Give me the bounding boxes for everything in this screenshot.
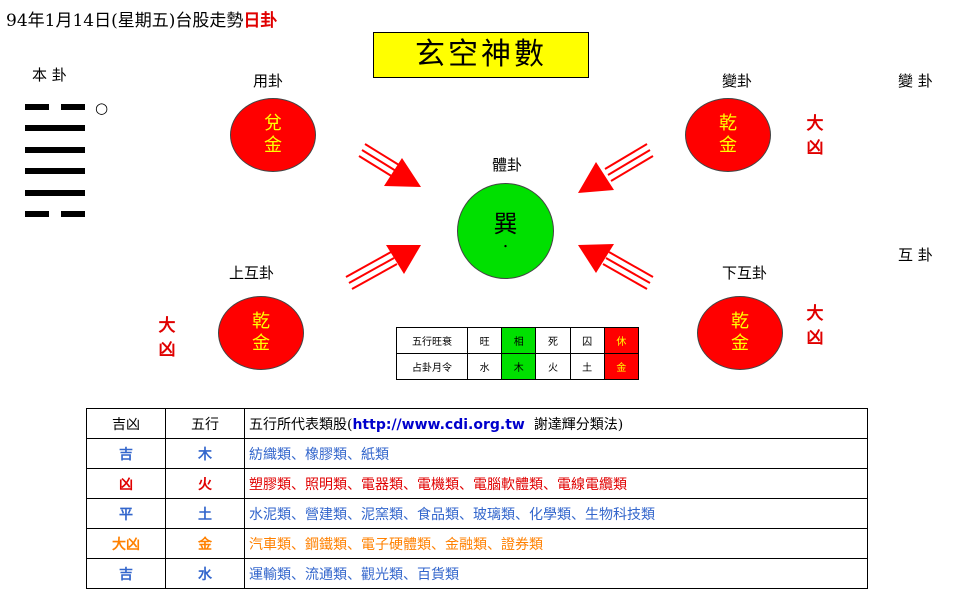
shang-hu-gua-name: 乾 xyxy=(252,311,270,332)
bian-gua-name: 乾 xyxy=(719,113,737,134)
arrow-yong-to-ti xyxy=(358,143,421,187)
hexagram-line-yang xyxy=(25,125,85,131)
bian-fortune-1: 大 xyxy=(806,114,824,134)
wuxing-cell: 火 xyxy=(535,353,571,380)
category-header-row: 吉凶 五行 五行所代表類股(http://www.cdi.org.tw 謝達輝分… xyxy=(86,408,868,439)
bian-gua-circle: 乾 金 xyxy=(685,98,771,172)
hexagram-line-yang xyxy=(25,190,85,196)
xia-hu-gua-name: 乾 xyxy=(731,311,749,332)
yong-gua-circle: 兌 金 xyxy=(230,98,316,172)
hexagram-line-yang xyxy=(25,168,85,174)
hexagram-line-yang xyxy=(25,147,85,153)
hexagram-line-yin xyxy=(25,104,85,110)
moving-line-mark: ○ xyxy=(95,99,109,117)
arrow-bian-to-ti xyxy=(578,143,654,193)
wuxing-row-prosperity: 五行旺衰 旺 相 死 囚 休 xyxy=(396,327,640,354)
header-sectors-label: 五行所代表類股( xyxy=(249,416,353,433)
row-fortune: 平 xyxy=(86,498,166,529)
ti-gua-mark: . xyxy=(502,231,509,252)
header-suffix: 日卦 xyxy=(243,11,278,31)
yong-gua-label: 用卦 xyxy=(253,72,284,90)
bian-fortune-2: 凶 xyxy=(806,138,824,158)
category-row: 大凶金汽車類、鋼鐵類、電子硬體類、金融類、證券類 xyxy=(86,528,868,559)
row-fortune: 大凶 xyxy=(86,528,166,559)
row-sectors: 運輸類、流通類、觀光類、百貨類 xyxy=(244,558,868,589)
xia-hu-gua-element: 金 xyxy=(731,333,749,354)
xia-fortune: 大 凶 xyxy=(805,302,825,350)
header-date: 94年1月14日(星期五)台股走勢 xyxy=(6,11,244,31)
xia-fortune-2: 凶 xyxy=(806,328,824,348)
wuxing-row-month: 占卦月令 水 木 火 土 金 xyxy=(396,353,640,380)
yong-gua-element: 金 xyxy=(264,135,282,156)
row-element: 土 xyxy=(165,498,245,529)
wuxing-cell: 五行旺衰 xyxy=(396,327,468,354)
wuxing-cell-red: 金 xyxy=(603,353,640,380)
shang-fortune-1: 大 xyxy=(158,316,176,336)
page-title: 玄空神數 xyxy=(373,32,589,78)
wuxing-cell: 旺 xyxy=(466,327,503,354)
row-element: 木 xyxy=(165,438,245,469)
shang-fortune-2: 凶 xyxy=(158,340,176,360)
wuxing-cell: 水 xyxy=(466,353,503,380)
ti-gua-name: 巽 xyxy=(493,210,518,238)
shang-fortune: 大 凶 xyxy=(157,314,177,362)
row-sectors: 汽車類、鋼鐵類、電子硬體類、金融類、證券類 xyxy=(244,528,868,559)
bian-gua-element: 金 xyxy=(719,135,737,156)
wuxing-cell: 土 xyxy=(569,353,605,380)
row-element: 火 xyxy=(165,468,245,499)
category-row: 凶火塑膠類、照明類、電器類、電機類、電腦軟體類、電線電纜類 xyxy=(86,468,868,499)
xia-hu-gua-label: 下互卦 xyxy=(722,264,768,282)
header-url-link[interactable]: http://www.cdi.org.tw xyxy=(352,416,525,433)
shang-hu-gua-element: 金 xyxy=(252,333,270,354)
xia-hu-gua-circle: 乾 金 xyxy=(697,296,783,370)
page-header: 94年1月14日(星期五)台股走勢日卦 xyxy=(6,6,277,31)
wuxing-cell: 占卦月令 xyxy=(396,353,468,380)
arrow-xia-to-ti xyxy=(578,244,654,290)
category-row: 平土水泥類、營建類、泥窯類、食品類、玻璃類、化學類、生物科技類 xyxy=(86,498,868,529)
xia-fortune-1: 大 xyxy=(806,304,824,324)
row-element: 金 xyxy=(165,528,245,559)
row-fortune: 吉 xyxy=(86,438,166,469)
row-element: 水 xyxy=(165,558,245,589)
bian-gua-side-label: 變 卦 xyxy=(898,72,933,90)
header-sectors: 五行所代表類股(http://www.cdi.org.tw 謝達輝分類法) xyxy=(244,408,868,439)
row-sectors: 紡織類、橡膠類、紙類 xyxy=(244,438,868,469)
category-row: 吉水運輸類、流通類、觀光類、百貨類 xyxy=(86,558,868,589)
wuxing-table: 五行旺衰 旺 相 死 囚 休 占卦月令 水 木 火 土 金 xyxy=(396,327,640,380)
category-table: 吉凶 五行 五行所代表類股(http://www.cdi.org.tw 謝達輝分… xyxy=(86,408,868,589)
ben-gua-label: 本 卦 xyxy=(32,66,67,84)
yong-gua-name: 兌 xyxy=(264,113,282,134)
header-method: 謝達輝分類法) xyxy=(524,416,624,433)
wuxing-cell-green: 木 xyxy=(501,353,537,380)
row-sectors: 水泥類、營建類、泥窯類、食品類、玻璃類、化學類、生物科技類 xyxy=(244,498,868,529)
row-sectors: 塑膠類、照明類、電器類、電機類、電腦軟體類、電線電纜類 xyxy=(244,468,868,499)
header-fortune: 吉凶 xyxy=(86,408,166,439)
bian-gua-label: 變卦 xyxy=(722,72,753,90)
ti-gua-circle: 巽 . xyxy=(457,183,554,279)
row-fortune: 吉 xyxy=(86,558,166,589)
wuxing-cell-red: 休 xyxy=(603,327,640,354)
shang-hu-gua-circle: 乾 金 xyxy=(218,296,304,370)
ti-gua-label: 體卦 xyxy=(492,156,523,174)
hexagram-line-yin xyxy=(25,211,85,217)
hu-gua-side-label: 互 卦 xyxy=(898,246,933,264)
row-fortune: 凶 xyxy=(86,468,166,499)
header-element: 五行 xyxy=(165,408,245,439)
bian-fortune: 大 凶 xyxy=(805,112,825,160)
wuxing-cell: 死 xyxy=(535,327,571,354)
category-body: 吉木紡織類、橡膠類、紙類凶火塑膠類、照明類、電器類、電機類、電腦軟體類、電線電纜… xyxy=(86,438,868,589)
shang-hu-gua-label: 上互卦 xyxy=(229,264,275,282)
arrow-shang-to-ti xyxy=(345,245,421,290)
wuxing-cell-green: 相 xyxy=(501,327,537,354)
category-row: 吉木紡織類、橡膠類、紙類 xyxy=(86,438,868,469)
wuxing-cell: 囚 xyxy=(569,327,605,354)
